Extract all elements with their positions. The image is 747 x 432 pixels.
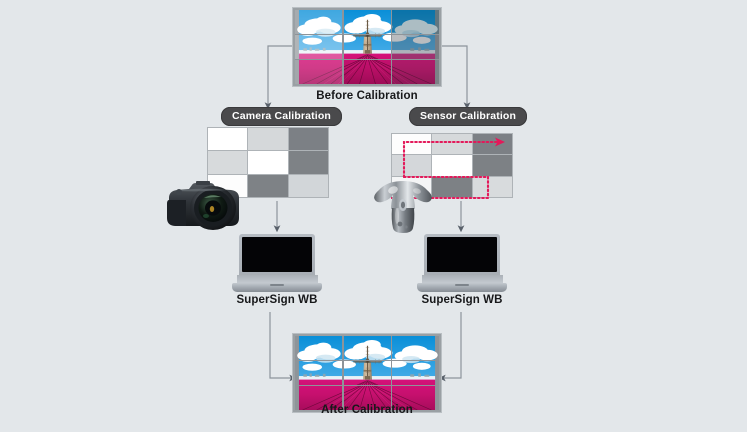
laptop-screen-right — [427, 237, 497, 272]
tile-scene — [343, 386, 391, 410]
laptop-keyboard-left — [236, 274, 318, 284]
before-tile-1-0 — [295, 35, 342, 59]
laptop-keyboard-right — [421, 274, 503, 284]
video-wall-after — [293, 334, 441, 412]
camera-chart-cell-1-0 — [208, 151, 248, 174]
tile-scene — [392, 10, 439, 34]
tile-scene — [343, 336, 391, 360]
tile-scene — [295, 60, 342, 84]
tile-tint-overlay — [392, 336, 439, 360]
sensor-chart-cell-1-0 — [392, 155, 432, 176]
tile-tint-overlay — [344, 35, 391, 59]
before-tile-1-2 — [392, 35, 439, 59]
caption-after-calibration: After Calibration — [321, 404, 413, 416]
tile-scene — [343, 361, 391, 385]
sensor-chart-cell-0-0 — [392, 134, 432, 155]
tile-scene — [392, 35, 439, 59]
camera-chart-cell-2-1 — [248, 174, 288, 197]
tile-tint-overlay — [343, 60, 391, 84]
laptop-supersign-left — [232, 234, 322, 292]
after-tile-0-1 — [343, 336, 391, 360]
tile-tint-overlay — [344, 10, 391, 34]
sensor-chart-cell-1-2 — [472, 155, 512, 176]
camera-chart-cell-1-1 — [248, 151, 288, 174]
camera-chart-cell-0-0 — [208, 128, 248, 151]
before-tile-2-0 — [295, 60, 342, 84]
tile-tint-overlay — [392, 361, 439, 385]
label-camera-calibration: Camera Calibration — [221, 107, 342, 126]
camera-icon — [163, 178, 255, 234]
camera-chart-cell-0-1 — [248, 128, 288, 151]
laptop-screen-left — [242, 237, 312, 272]
tile-scene — [295, 35, 342, 59]
tile-tint-overlay — [392, 60, 439, 84]
caption-before-calibration: Before Calibration — [316, 90, 418, 102]
video-wall-before-grid — [295, 10, 439, 84]
sensor-chart-cell-0-1 — [432, 134, 472, 155]
laptop-base-right — [417, 283, 507, 292]
sensor-scan-path — [391, 137, 505, 200]
tile-tint-overlay — [295, 10, 342, 34]
tile-scene — [392, 386, 439, 410]
line-top-to-camera — [264, 45, 293, 110]
after-tile-1-1 — [343, 361, 391, 385]
tile-tint-overlay — [344, 361, 391, 385]
video-wall-after-grid — [295, 336, 439, 410]
before-tile-1-1 — [343, 35, 391, 59]
after-tile-2-1 — [343, 386, 391, 410]
laptop-base-left — [232, 283, 322, 292]
camera-chart-cell-0-2 — [288, 128, 328, 151]
after-tile-0-0 — [295, 336, 342, 360]
before-tile-0-1 — [343, 10, 391, 34]
tile-tint-overlay — [295, 336, 342, 360]
before-tile-0-0 — [295, 10, 342, 34]
tile-tint-overlay — [295, 35, 342, 59]
tile-tint-overlay — [295, 361, 342, 385]
line-laptop-right-to-bottom — [438, 312, 462, 382]
tile-scene — [295, 361, 342, 385]
tile-scene — [295, 386, 342, 410]
tile-scene — [343, 35, 391, 59]
laptop-lid-left — [239, 234, 315, 276]
sensor-chart-cell-2-2 — [472, 176, 512, 197]
tile-tint-overlay — [392, 10, 439, 34]
sensor-chart-cell-0-2 — [472, 134, 512, 155]
tile-scene — [295, 10, 342, 34]
label-sensor-calibration: Sensor Calibration — [409, 107, 528, 126]
after-tile-2-0 — [295, 386, 342, 410]
sensor-chart-cell-1-1 — [432, 155, 472, 176]
video-wall-before — [293, 8, 441, 86]
before-tile-2-1 — [343, 60, 391, 84]
tile-tint-overlay — [344, 336, 391, 360]
laptop-supersign-right — [417, 234, 507, 292]
camera-chart-cell-2-2 — [288, 174, 328, 197]
after-tile-1-2 — [392, 361, 439, 385]
tile-scene — [295, 336, 342, 360]
caption-supersign-right: SuperSign WB — [421, 294, 503, 306]
tile-scene — [392, 336, 439, 360]
tile-scene — [392, 361, 439, 385]
caption-supersign-left: SuperSign WB — [236, 294, 318, 306]
before-tile-2-2 — [392, 60, 439, 84]
before-tile-0-2 — [392, 10, 439, 34]
tile-tint-overlay — [295, 60, 342, 84]
after-tile-0-2 — [392, 336, 439, 360]
tile-tint-overlay — [392, 35, 439, 59]
laptop-lid-right — [424, 234, 500, 276]
sensor-chart-cell-2-1 — [432, 176, 472, 197]
color-sensor-icon — [365, 178, 441, 234]
tile-scene — [343, 10, 391, 34]
camera-calibration-chart — [207, 127, 329, 198]
after-tile-1-0 — [295, 361, 342, 385]
line-laptop-left-to-bottom — [269, 312, 297, 382]
line-top-to-sensor — [441, 45, 471, 110]
camera-chart-cell-1-2 — [288, 151, 328, 174]
tile-scene — [343, 60, 391, 84]
tile-scene — [392, 60, 439, 84]
after-tile-2-2 — [392, 386, 439, 410]
